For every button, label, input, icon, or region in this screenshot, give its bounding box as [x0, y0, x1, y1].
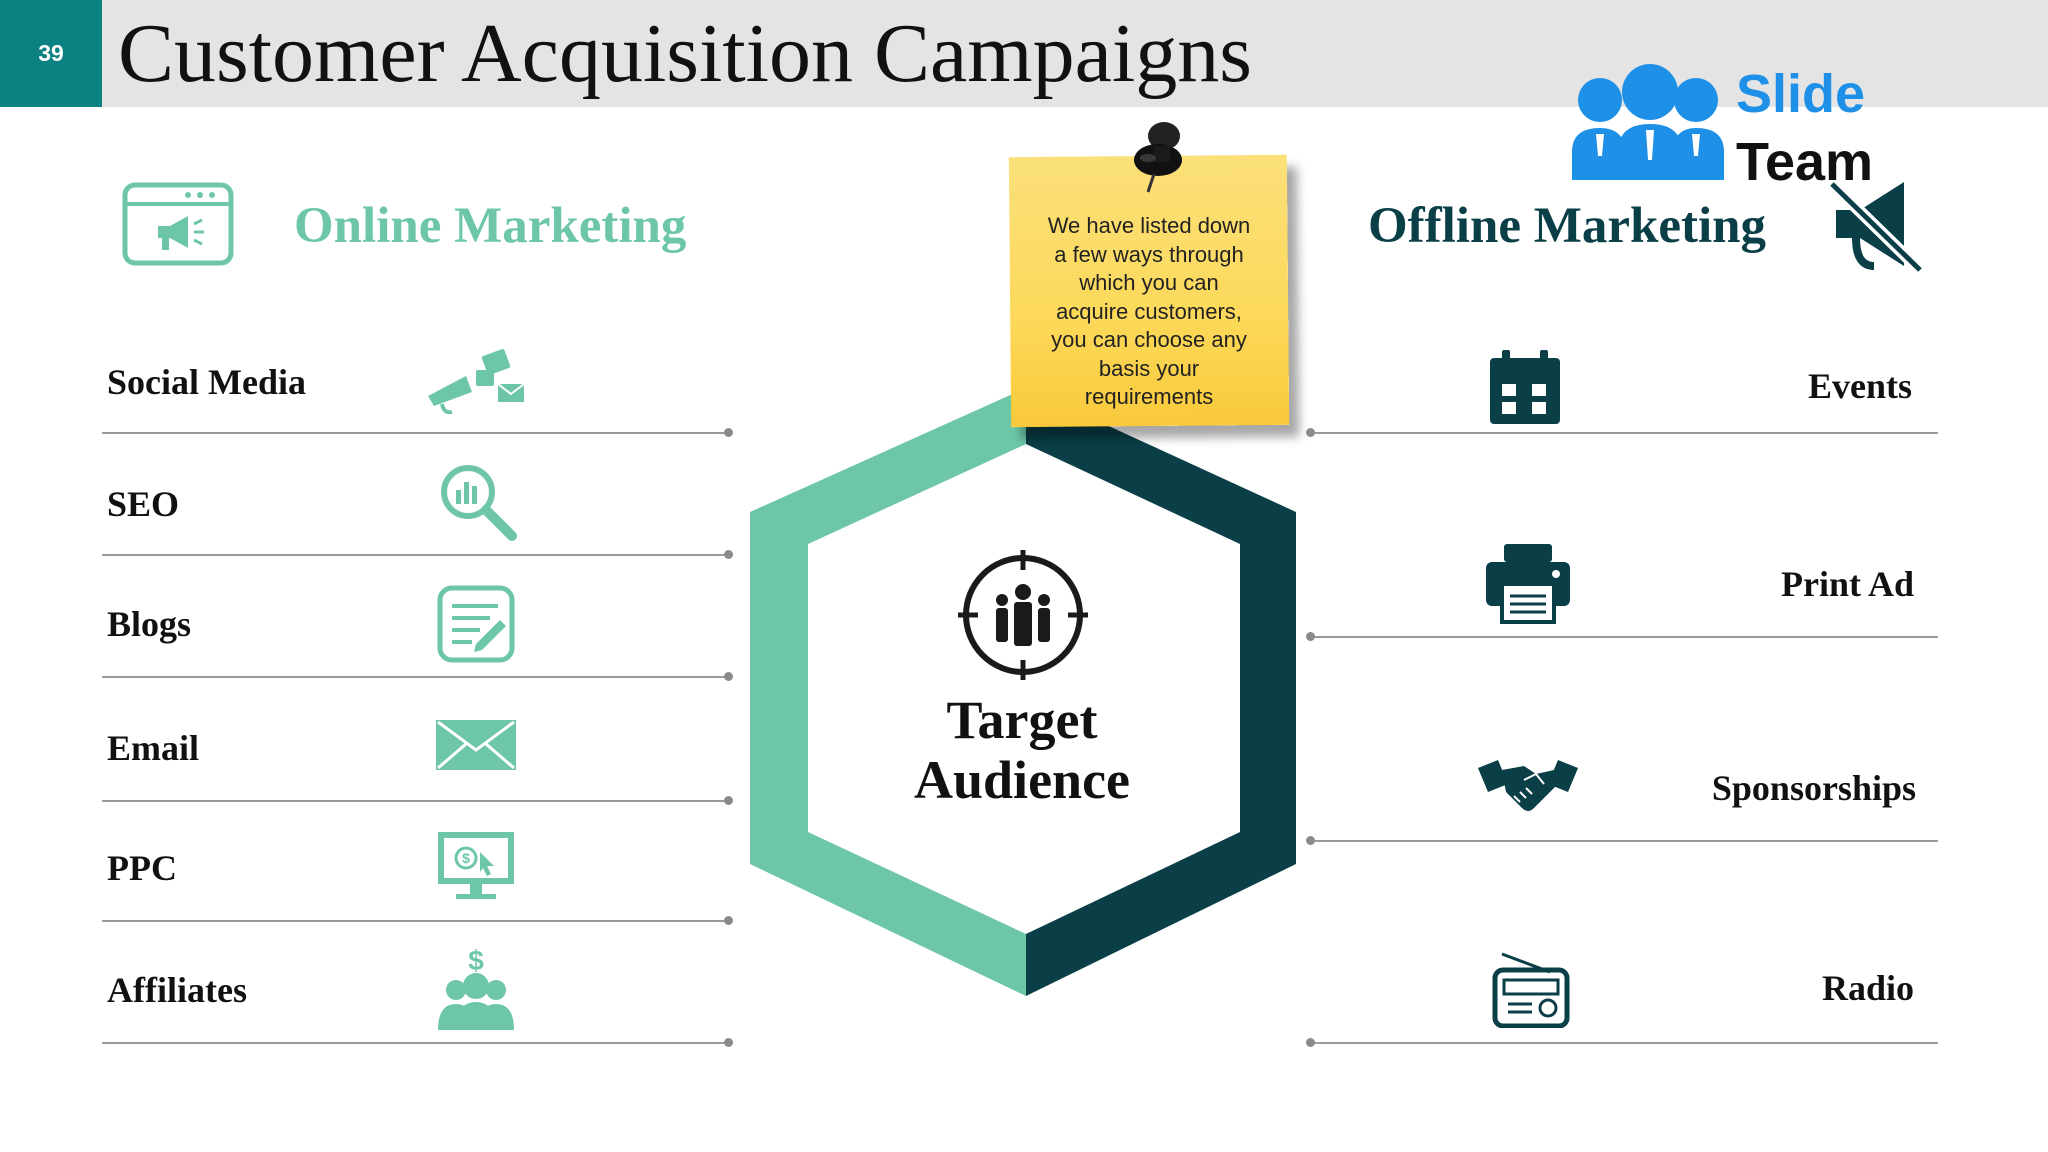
target-people-icon	[958, 550, 1088, 680]
logo-people-icon	[1572, 64, 1724, 180]
divider	[1308, 840, 1938, 842]
logo-text-team: Team	[1736, 132, 1874, 192]
online-marketing-heading: Online Marketing	[294, 198, 687, 254]
sticky-note-text: We have listed down a few ways through w…	[1047, 213, 1251, 409]
radio-icon	[1492, 952, 1570, 1028]
online-item-ppc: PPC	[107, 848, 177, 888]
online-item-affiliates: Affiliates	[107, 970, 247, 1010]
printer-icon	[1486, 544, 1570, 624]
blog-edit-icon	[436, 584, 516, 664]
divider-dot	[1306, 836, 1315, 845]
divider	[102, 1042, 728, 1044]
online-item-email: Email	[107, 728, 200, 768]
svg-text:$: $	[468, 946, 484, 976]
people-dollar-icon: $	[436, 946, 516, 1030]
offline-item-events: Events	[1807, 366, 1912, 406]
divider-dot	[724, 1038, 733, 1047]
online-item-blogs: Blogs	[107, 604, 192, 644]
target-audience-label: Target Audience	[862, 690, 1182, 810]
divider-dot	[724, 550, 733, 559]
divider-dot	[1306, 428, 1315, 437]
divider	[102, 800, 728, 802]
divider-dot	[724, 916, 733, 925]
online-item-social-media: Social Media	[107, 362, 306, 402]
divider	[1308, 1042, 1938, 1044]
divider-dot	[1306, 632, 1315, 641]
divider	[1308, 636, 1938, 638]
push-pin-icon	[1118, 118, 1198, 208]
slide-number: 39	[0, 0, 102, 107]
divider-dot	[724, 672, 733, 681]
logo-text-slide: Slide	[1736, 64, 1866, 124]
monitor-cursor-icon: $	[436, 830, 516, 904]
offline-item-radio: Radio	[1821, 968, 1914, 1008]
browser-megaphone-icon	[122, 182, 234, 266]
envelope-icon	[436, 720, 516, 770]
magnifier-chart-icon	[438, 462, 518, 542]
handshake-icon	[1478, 756, 1578, 818]
megaphone-off-icon	[1826, 174, 1926, 274]
divider	[1308, 432, 1938, 434]
divider	[102, 676, 728, 678]
target-audience-line2: Audience	[914, 750, 1130, 810]
divider-dot	[724, 796, 733, 805]
svg-text:$: $	[462, 850, 470, 866]
slide-title: Customer Acquisition Campaigns	[118, 7, 1252, 100]
divider	[102, 554, 728, 556]
social-media-icon	[424, 346, 528, 414]
offline-item-sponsorships: Sponsorships	[1711, 768, 1916, 808]
target-audience-line1: Target	[946, 690, 1098, 750]
calendar-icon	[1488, 350, 1562, 426]
divider	[102, 432, 728, 434]
divider	[102, 920, 728, 922]
online-item-seo: SEO	[107, 484, 180, 524]
slideteam-logo: Slide Team	[1568, 56, 1888, 196]
offline-item-print-ad: Print Ad	[1780, 564, 1914, 604]
divider-dot	[724, 428, 733, 437]
divider-dot	[1306, 1038, 1315, 1047]
offline-marketing-heading: Offline Marketing	[1368, 198, 1767, 254]
